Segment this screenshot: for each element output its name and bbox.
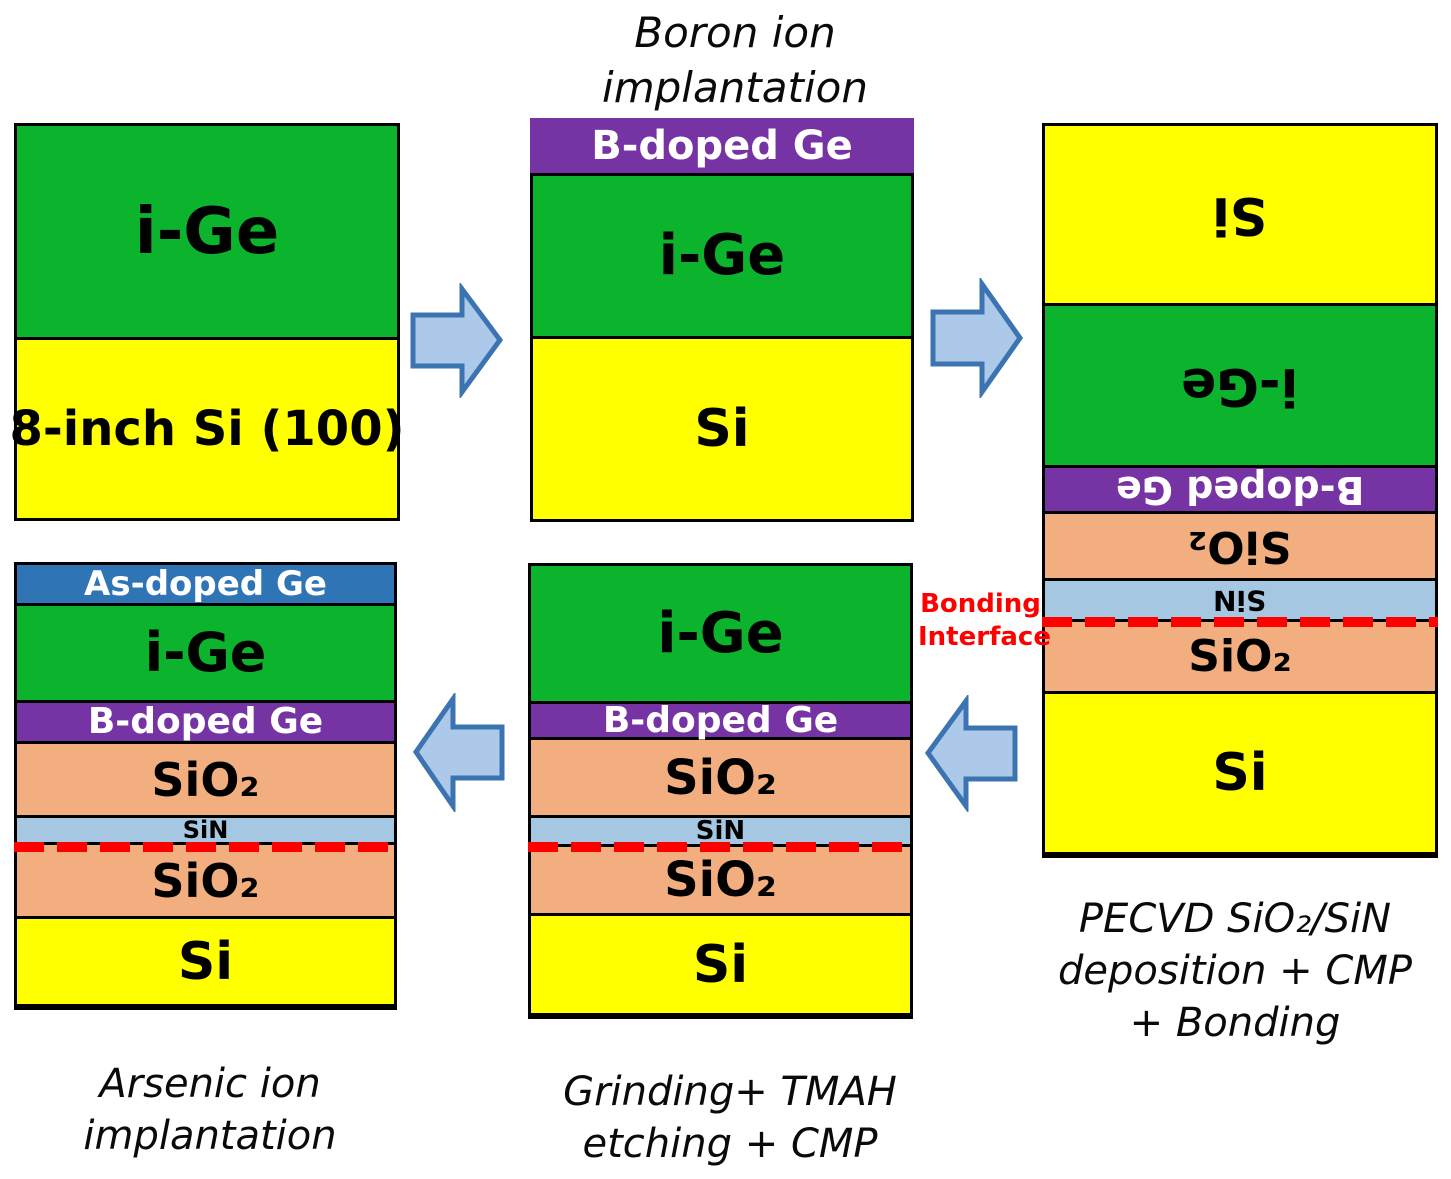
caption-boron-implantation: Boron ion implantation xyxy=(510,6,960,115)
layer-label-sio2: SiO₂ xyxy=(151,853,260,908)
layer-si-substrate: 8-inch Si (100) xyxy=(9,340,405,518)
layer-label-sio2-flipped: SiO₂ xyxy=(1188,521,1292,572)
layer-si-handle-flipped: Si xyxy=(1045,126,1435,306)
layer-i-ge: i-Ge xyxy=(17,606,394,703)
layer-i-ge-flipped: i-Ge xyxy=(1045,306,1435,468)
arrow-left-shape xyxy=(925,695,1018,812)
caption-line: etching + CMP xyxy=(582,1121,878,1167)
stack-after-grinding: i-Ge B-doped Ge SiO₂ SiN SiO₂ Si xyxy=(528,563,913,1019)
layer-label-b-doped-ge: B-doped Ge xyxy=(87,701,324,742)
layer-label-as-doped-ge: As-doped Ge xyxy=(84,564,327,604)
caption-arsenic-implantation: Arsenic ion implantation xyxy=(30,1058,390,1162)
layer-si-substrate: Si xyxy=(531,916,910,1016)
layer-sio2-upper: SiO₂ xyxy=(531,740,910,818)
bonding-note-line: Bonding xyxy=(920,589,1041,619)
bonding-interface-line xyxy=(1042,617,1438,627)
caption-line: implantation xyxy=(602,62,868,112)
layer-label-b-doped-ge-flipped: B-doped Ge xyxy=(1115,467,1365,512)
layer-b-doped-ge: B-doped Ge xyxy=(531,699,910,741)
stack-boron-implanted: B-doped Ge i-Ge Si xyxy=(530,118,914,522)
arrow-right-shape xyxy=(930,278,1023,398)
layer-label-sin-flipped: SiN xyxy=(1213,584,1267,617)
caption-line: Arsenic ion xyxy=(99,1061,321,1107)
layer-label-sio2: SiO₂ xyxy=(664,852,777,908)
layer-label-si: Si xyxy=(177,931,234,992)
layer-sio2-lower: SiO₂ xyxy=(531,847,910,916)
layer-sin: SiN xyxy=(17,818,394,845)
bonding-interface-line xyxy=(528,842,913,852)
layer-label-sio2: SiO₂ xyxy=(1188,630,1292,682)
layer-sio2-upper: SiO₂ xyxy=(17,744,394,818)
layer-si-substrate: Si xyxy=(17,919,394,1007)
layer-si-substrate: Si xyxy=(1045,694,1435,855)
stack-initial-wafer: i-Ge 8-inch Si (100) xyxy=(9,123,405,521)
caption-line: implantation xyxy=(83,1113,337,1159)
layer-b-doped-ge: B-doped Ge xyxy=(530,118,914,173)
stack-bonded-flipped: Si i-Ge B-doped Ge SiO₂ SiN SiO₂ Si xyxy=(1042,123,1438,858)
layer-i-ge: i-Ge xyxy=(533,176,911,339)
caption-line: PECVD SiO₂/SiN xyxy=(1078,896,1392,942)
layer-label-i-ge: i-Ge xyxy=(658,223,786,288)
layer-label-si: Si xyxy=(692,934,749,995)
layer-si-substrate: Si xyxy=(533,339,911,519)
layer-label-sin: SiN xyxy=(182,816,229,844)
layer-b-doped-ge: B-doped Ge xyxy=(17,703,394,744)
arrow-right-icon xyxy=(410,283,503,398)
layer-label-i-ge: i-Ge xyxy=(657,600,784,666)
layer-label-sio2: SiO₂ xyxy=(151,752,260,807)
layer-label-i-ge: i-Ge xyxy=(134,194,280,269)
layer-label-b-doped-ge: B-doped Ge xyxy=(591,122,853,169)
caption-line: Boron ion xyxy=(634,8,836,57)
layer-sin-flipped: SiN xyxy=(1045,581,1435,622)
bonding-interface-line xyxy=(14,842,397,852)
caption-line: + Bonding xyxy=(1129,1000,1341,1046)
arrow-right-icon xyxy=(930,278,1023,398)
layer-i-ge: i-Ge xyxy=(17,126,397,340)
layer-label-si-flipped: Si xyxy=(1212,184,1268,245)
arrow-right-shape xyxy=(410,283,503,398)
bonding-note-line: Interface xyxy=(918,621,1051,652)
layer-label-b-doped-ge: B-doped Ge xyxy=(602,699,839,741)
layer-label-i-ge-flipped: i-Ge xyxy=(1181,355,1299,416)
layer-sio2-upper-flipped: SiO₂ xyxy=(1045,514,1435,581)
layer-label-sin: SiN xyxy=(695,816,746,846)
arrow-left-icon xyxy=(413,693,505,812)
bonding-interface-note: Bonding Interface xyxy=(918,588,1051,653)
wafer-body: i-Ge Si xyxy=(530,173,914,522)
layer-label-si: Si xyxy=(694,399,750,459)
caption-grinding: Grinding+ TMAH etching + CMP xyxy=(510,1066,950,1170)
stack-arsenic-implanted: As-doped Ge i-Ge B-doped Ge SiO₂ SiN SiO… xyxy=(14,562,397,1010)
caption-line: deposition + CMP xyxy=(1058,948,1412,994)
caption-line: Grinding+ TMAH xyxy=(563,1069,897,1115)
layer-label-si: 8-inch Si (100) xyxy=(9,401,405,457)
layer-label-si: Si xyxy=(1212,743,1268,803)
arrow-left-shape xyxy=(413,693,505,812)
arrow-left-icon xyxy=(925,695,1018,812)
layer-sio2-lower: SiO₂ xyxy=(1045,622,1435,694)
layer-as-doped-ge: As-doped Ge xyxy=(17,565,394,606)
layer-sio2-lower: SiO₂ xyxy=(17,845,394,919)
layer-label-i-ge: i-Ge xyxy=(144,621,267,684)
layer-b-doped-ge-flipped: B-doped Ge xyxy=(1045,468,1435,514)
layer-i-ge: i-Ge xyxy=(531,566,910,704)
layer-label-sio2: SiO₂ xyxy=(664,749,777,806)
caption-pecvd-bonding: PECVD SiO₂/SiN deposition + CMP + Bondin… xyxy=(1025,893,1445,1049)
